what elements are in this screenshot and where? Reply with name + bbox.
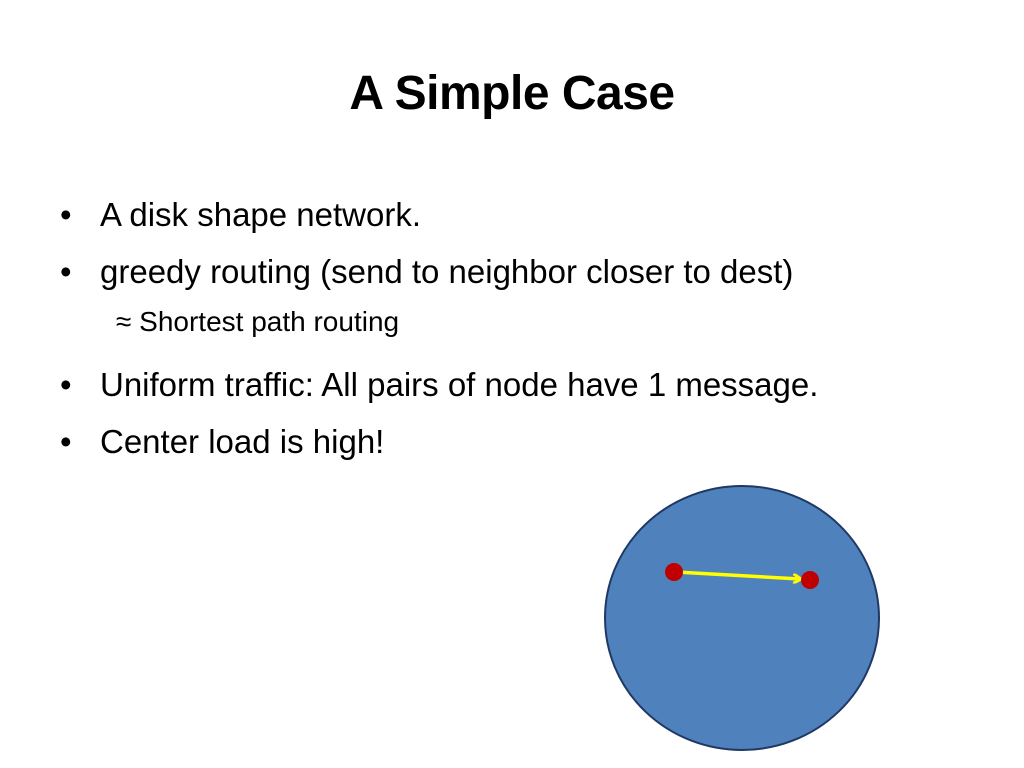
bullet-marker: • (60, 196, 72, 233)
bullet-marker: • (60, 253, 72, 290)
source-node (665, 563, 683, 581)
bullet-item-disk-network: • A disk shape network. (56, 186, 916, 243)
bullet-marker: • (60, 423, 72, 460)
bullet-text: A disk shape network. (100, 196, 422, 233)
disk-shape (604, 485, 880, 751)
slide-title: A Simple Case (349, 67, 675, 120)
disk-network-diagram (604, 485, 880, 751)
bullet-marker: • (60, 366, 72, 403)
sub-bullet-shortest-path: ≈ Shortest path routing (56, 302, 916, 342)
bullet-list: • A disk shape network. • greedy routing… (56, 186, 916, 470)
bullet-item-center-load: • Center load is high! (56, 413, 916, 470)
bullet-text: greedy routing (send to neighbor closer … (100, 253, 794, 290)
routing-arrow (675, 570, 800, 579)
destination-node (801, 571, 819, 589)
bullet-text: Uniform traffic: All pairs of node have … (100, 366, 819, 403)
sub-bullet-text: ≈ Shortest path routing (116, 306, 400, 337)
bullet-text: Center load is high! (100, 423, 385, 460)
bullet-item-uniform-traffic: • Uniform traffic: All pairs of node hav… (56, 356, 916, 413)
bullet-item-greedy-routing: • greedy routing (send to neighbor close… (56, 243, 916, 300)
